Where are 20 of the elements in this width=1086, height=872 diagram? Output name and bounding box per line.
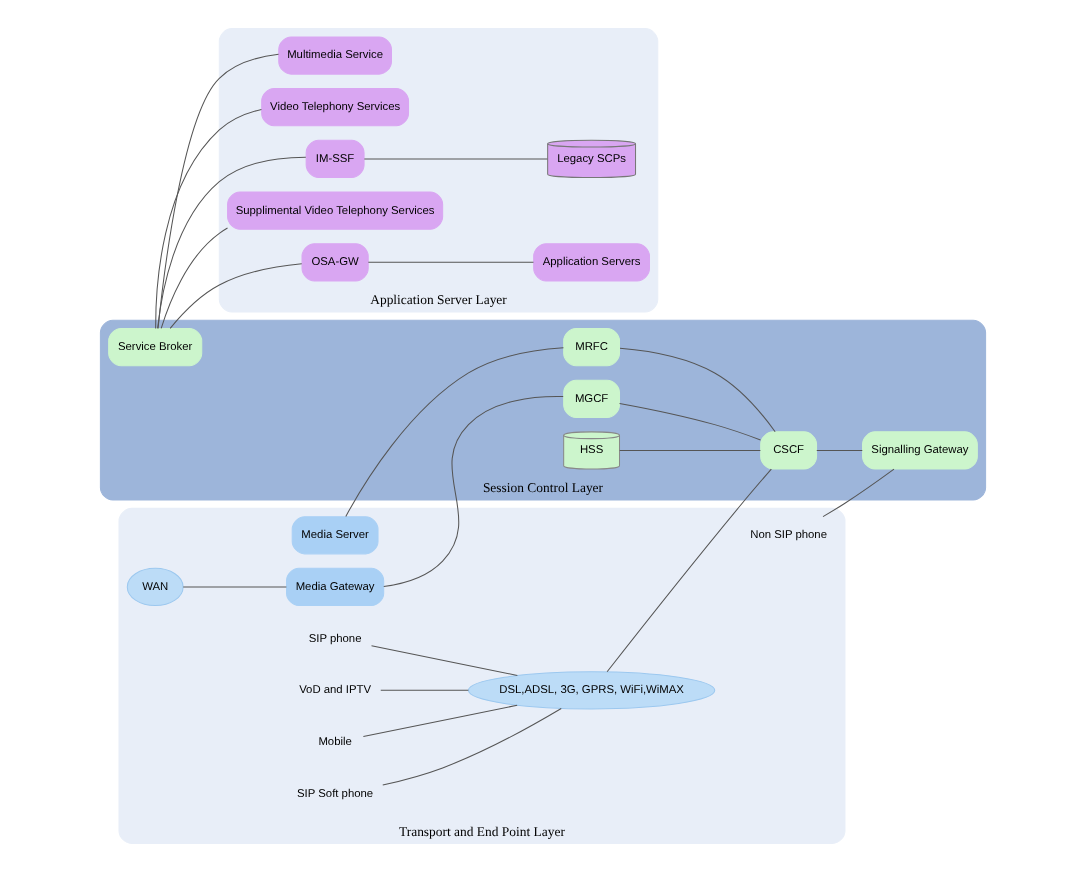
connector [155,108,262,329]
connector [160,227,229,329]
connector [606,468,772,673]
connector [157,53,280,329]
connector [345,347,564,517]
connector [363,158,548,160]
connector [619,449,761,451]
connector [380,689,469,691]
connector [383,395,564,587]
connector [367,261,534,263]
connector [371,645,518,676]
connector [822,468,895,518]
connector [816,449,863,451]
connector [619,347,776,433]
connector [382,707,562,786]
connector [182,586,287,588]
connector [157,156,307,329]
connector [169,263,303,329]
connector [362,704,518,738]
connector [619,402,762,441]
